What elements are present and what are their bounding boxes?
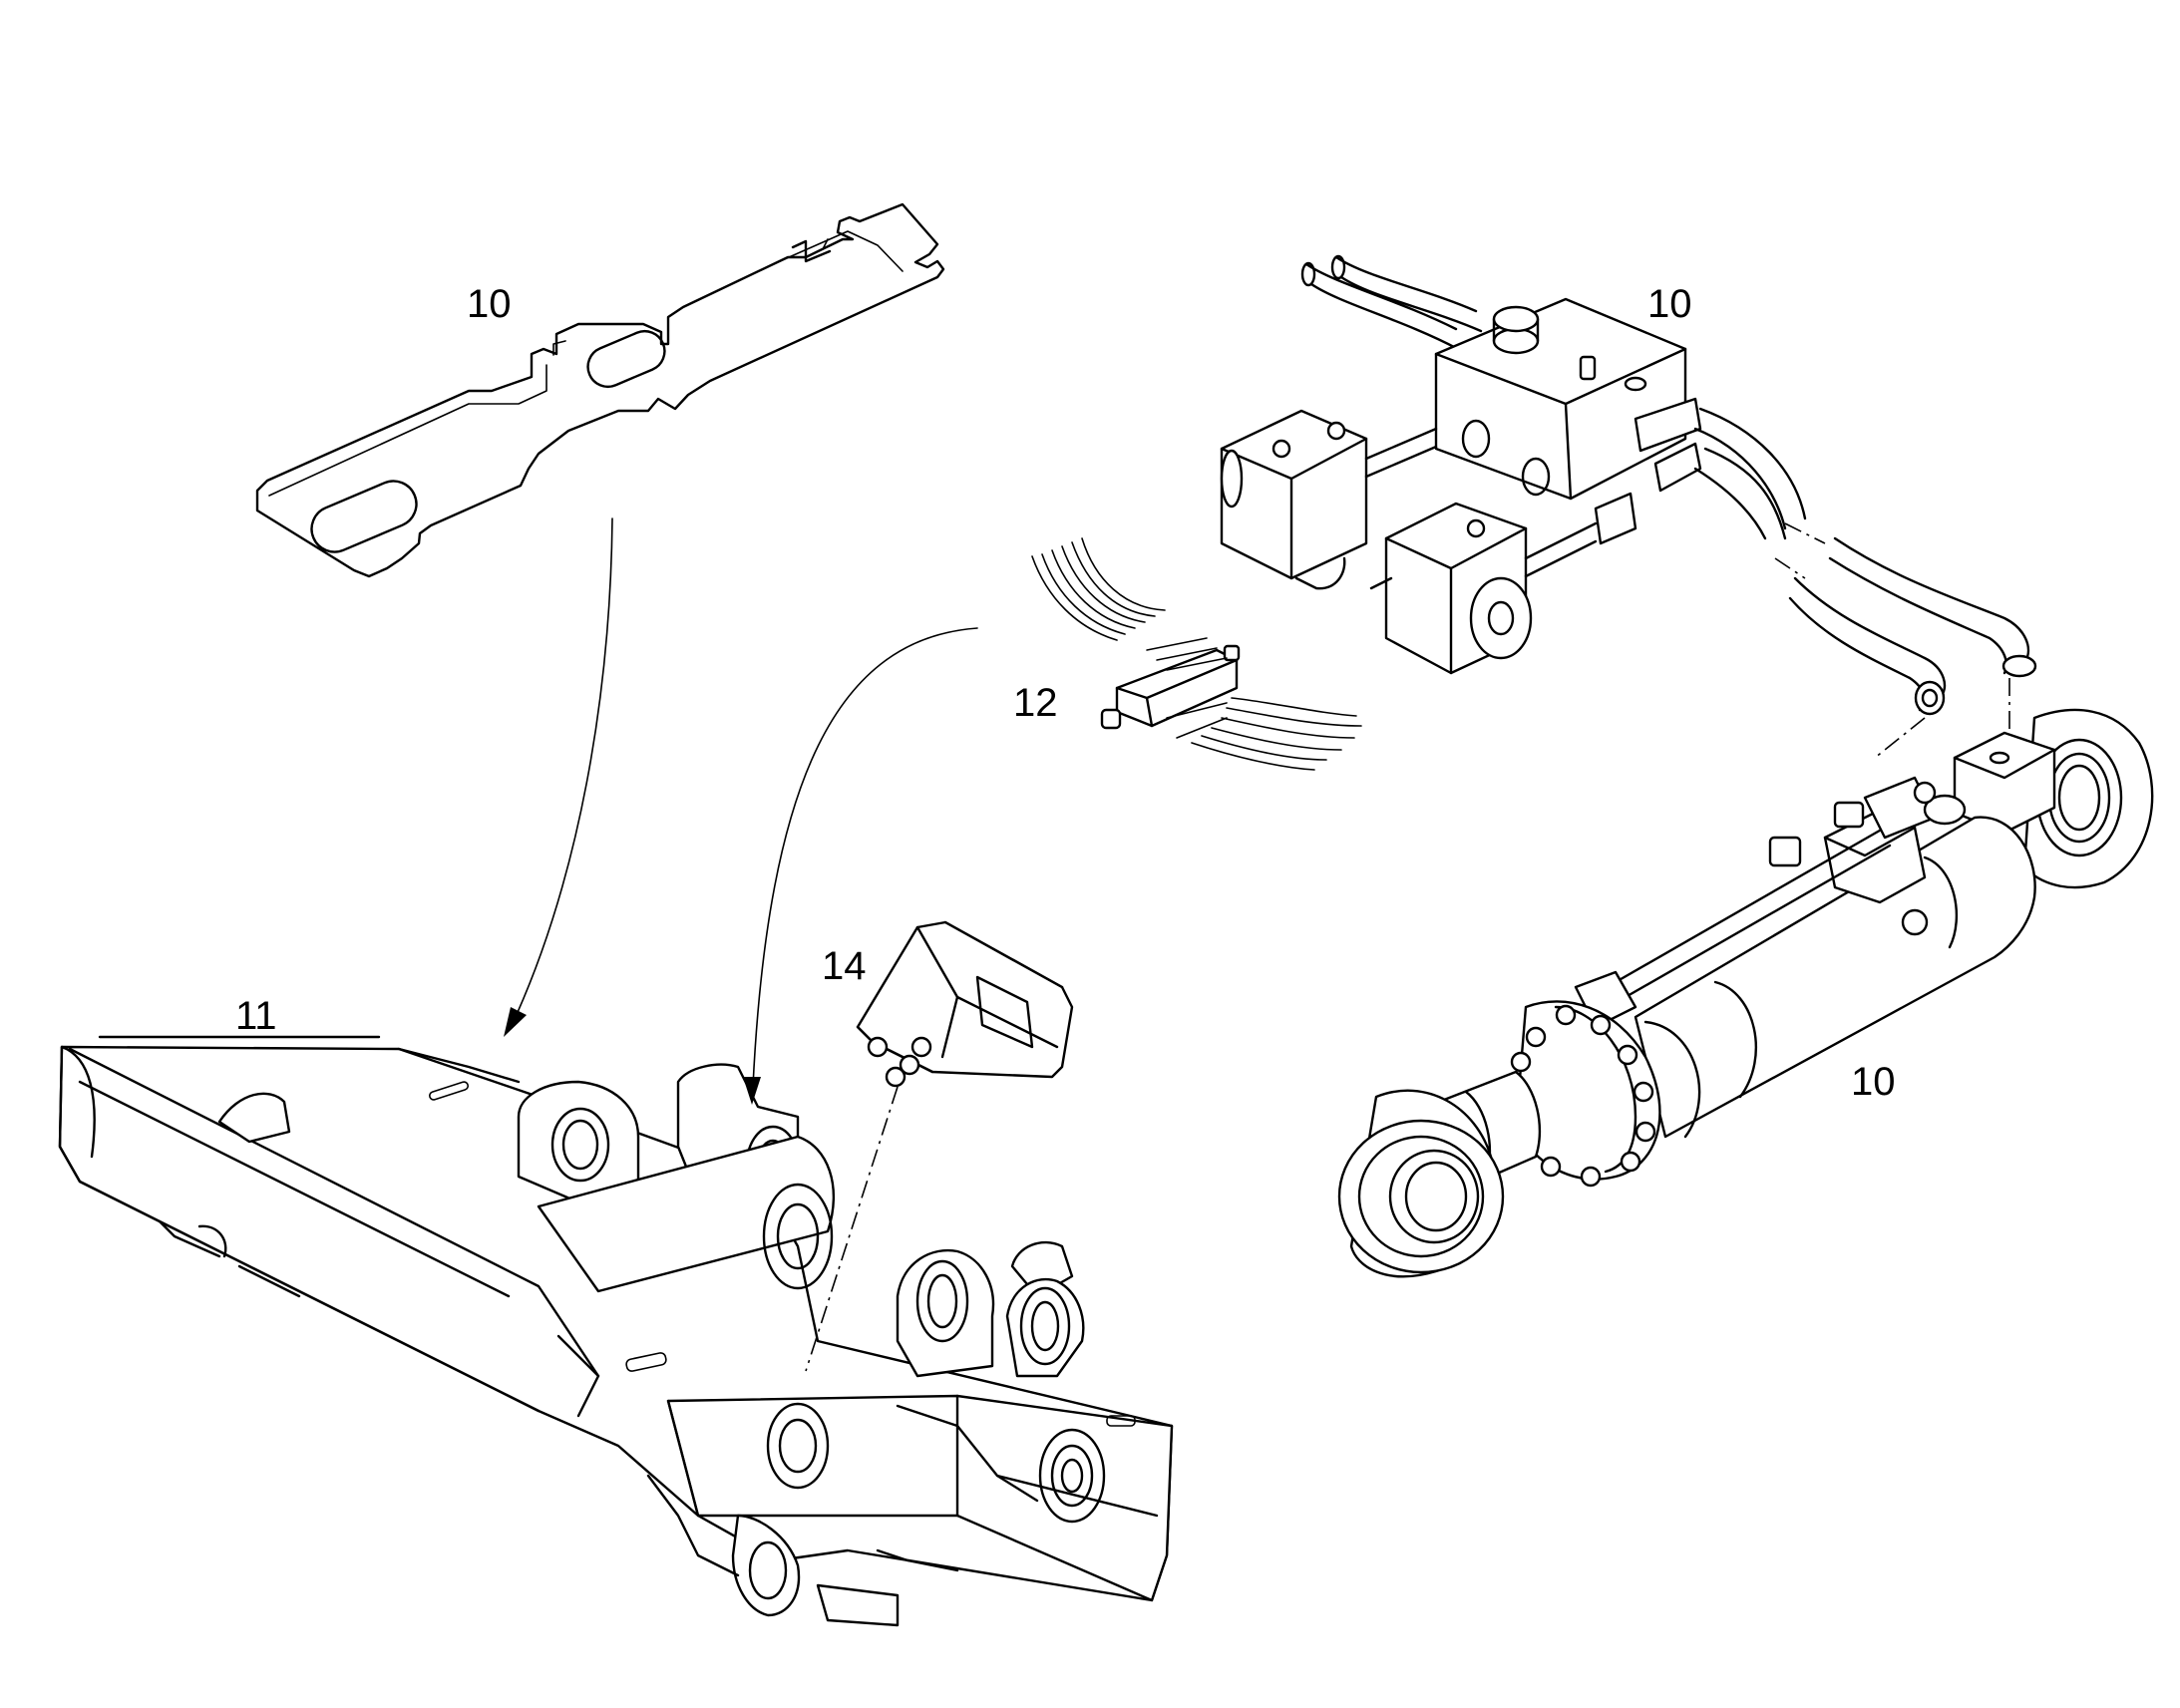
hydraulic-cylinder [1337, 708, 2154, 1278]
gasket-plate [255, 202, 945, 578]
hose-connector-block [1031, 537, 1362, 771]
callout-cylinder: 10 [1851, 1060, 1896, 1104]
callout-boom-frame: 11 [235, 994, 277, 1038]
arrow-plate-to-boom [504, 517, 613, 1037]
guard-mount-line [805, 1086, 899, 1372]
arrow-connector-to-boom [743, 627, 978, 1105]
callout-plate: 10 [467, 282, 512, 326]
valve-block-assembly [1220, 254, 2037, 759]
boom-frame [58, 1035, 1174, 1627]
callout-hose-connector: 12 [1013, 681, 1058, 725]
callout-valve-block: 10 [1647, 282, 1692, 326]
guard-cover [856, 920, 1074, 1088]
callout-guard-cover: 14 [822, 944, 867, 988]
